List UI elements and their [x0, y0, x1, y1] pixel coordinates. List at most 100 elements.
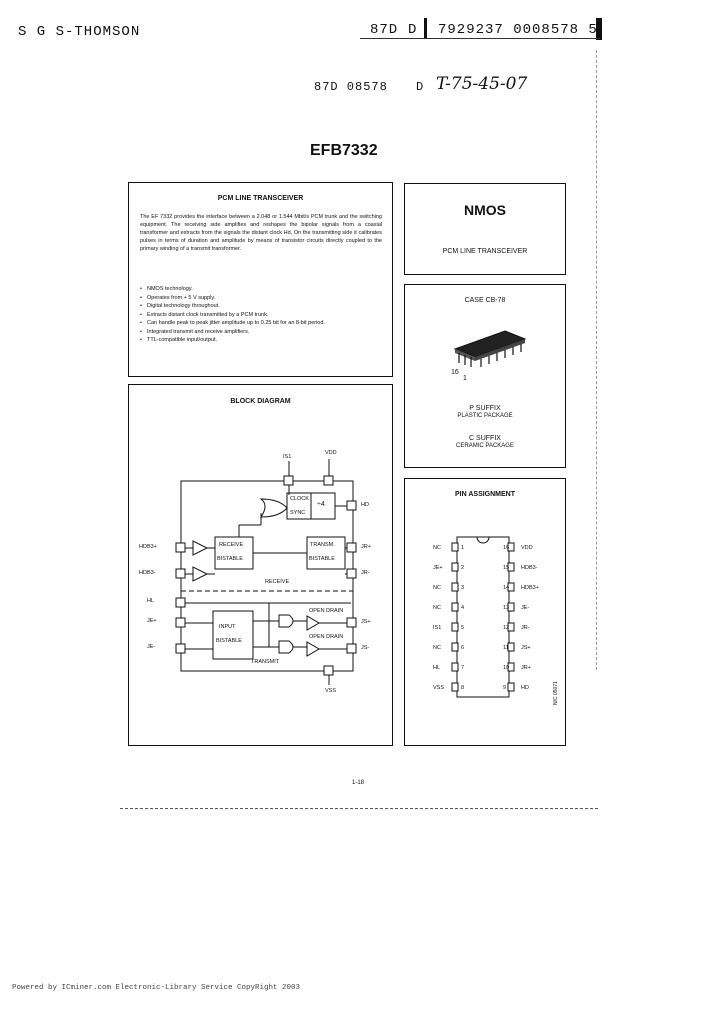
transm-bistable-label-2: BISTABLE [309, 556, 335, 562]
block-diagram [175, 459, 357, 685]
header-code-left: 87D [370, 22, 399, 38]
pin-right-num: 15 [503, 565, 510, 571]
je-plus-label: JE+ [147, 618, 157, 624]
pin-right-num: 12 [503, 625, 510, 631]
sub-code: 87D 08578 [314, 80, 388, 94]
pin-left-name: VSS [433, 685, 445, 691]
receive-bistable-label-2: BISTABLE [217, 556, 243, 562]
feature-item: Digital technology throughout. [140, 302, 384, 311]
pin-right-name: JS+ [521, 645, 531, 651]
pin-right-name: HDB3+ [521, 585, 539, 591]
vss-label: VSS [325, 688, 337, 694]
hdb3-plus-label: HDB3+ [139, 544, 157, 550]
technology-box: NMOS PCM LINE TRANSCEIVER [404, 183, 566, 275]
receive-label: RECEIVE [265, 579, 290, 585]
jr-plus-label: JR+ [361, 544, 371, 550]
pin-left-num: 4 [461, 605, 465, 611]
pin-16-label: 16 [451, 369, 459, 376]
technology-label: NMOS [464, 202, 506, 218]
pin-1-label: 1 [463, 375, 467, 382]
pin-right-name: JR- [521, 625, 530, 631]
pin-left-num: 1 [461, 545, 465, 551]
pin-right-name: HDB3- [521, 565, 538, 571]
footer-text: Powered by ICminer.com Electronic-Librar… [12, 984, 301, 992]
feature-list: NMOS technology. Operates from + 5 V sup… [140, 285, 384, 345]
pin-left-name: NC [433, 585, 441, 591]
js-plus-label: JS+ [361, 619, 371, 625]
transmit-label: TRANSMIT [251, 659, 280, 665]
pin-left-name: JE+ [433, 565, 443, 571]
feature-item: Operates from + 5 V supply. [140, 294, 384, 303]
block-diagram-heading: BLOCK DIAGRAM [230, 398, 291, 405]
feature-item: Integrated transmit and receive amplifie… [140, 328, 384, 337]
hd-label: HD [361, 502, 369, 508]
header-code-d: D [408, 22, 418, 38]
pin-right-name: HD [521, 685, 529, 691]
header-rule [360, 38, 600, 39]
header-bar-2 [596, 18, 602, 40]
header-bar-1 [424, 18, 427, 38]
c-package: CERAMIC PACKAGE [456, 443, 514, 449]
feature-item: Can handle peak to peak jitter amplitude… [140, 319, 384, 328]
feature-item: TTL-compatible input/output. [140, 336, 384, 345]
scan-edge-line [596, 50, 600, 670]
open-drain-label-2: OPEN DRAIN [309, 634, 344, 640]
pin-right-name: JR+ [521, 665, 531, 671]
header-code-right: 7929237 0008578 5 [438, 22, 598, 38]
sub-code-d: D [416, 80, 424, 94]
c-suffix: C SUFFIX [469, 435, 501, 442]
pin-left-num: 6 [461, 645, 465, 651]
input-bistable-label-2: BISTABLE [216, 638, 242, 644]
pin-assignment-box: PIN ASSIGNMENT NC 1 JE+ 2 NC 3 NC 4 IS1 … [404, 478, 566, 746]
is1-label: IS1 [283, 454, 292, 460]
package-box: CASE CB-78 16 1 P SUFFIX PLASTIC PACKAGE… [404, 284, 566, 468]
pin-left-name: HL [433, 665, 441, 671]
jr-minus-label: JR- [361, 570, 370, 576]
pin-left-name: NC [433, 545, 441, 551]
pin-right-num: 9 [503, 685, 507, 691]
handwritten-code: T-75-45-07 [436, 74, 528, 94]
pin-left-num: 5 [461, 625, 465, 631]
description-paragraph: The EF 7332 provides the interface betwe… [140, 214, 382, 252]
pin-left-name: IS1 [433, 625, 442, 631]
sync-label: SYNC [290, 510, 306, 516]
product-label: PCM LINE TRANSCEIVER [442, 248, 528, 255]
hl-label: HL [147, 598, 155, 604]
transm-bistable-label-1: TRANSM. [310, 542, 335, 548]
receive-bistable-label-1: RECEIVE [219, 542, 244, 548]
pin-right-name: JE- [521, 605, 530, 611]
pin-right-num: 11 [503, 645, 509, 651]
bottom-rule [120, 808, 598, 809]
dip-package-icon [453, 330, 527, 367]
divide-label: ÷4 [317, 501, 325, 508]
pin-right-num: 13 [503, 605, 510, 611]
company-name: S G S-THOMSON [18, 24, 141, 40]
header-code-block: 87D D 7929237 0008578 5 [360, 14, 610, 40]
description-box: PCM LINE TRANSCEIVER The EF 7332 provide… [128, 182, 393, 377]
vdd-label: VDD [325, 450, 337, 456]
p-suffix: P SUFFIX [469, 405, 501, 412]
pin-left-num: 8 [461, 685, 465, 691]
input-bistable-label-1: INPUT [219, 624, 236, 630]
je-minus-label: JE- [147, 644, 156, 650]
p-package: PLASTIC PACKAGE [457, 413, 513, 419]
feature-item: NMOS technology. [140, 285, 384, 294]
pin-right-num: 10 [503, 665, 510, 671]
pin-left-num: 2 [461, 565, 465, 571]
pin-right-num: 16 [503, 545, 510, 551]
pin-left-num: 7 [461, 665, 465, 671]
clock-label: CLOCK [290, 496, 309, 502]
description-heading: PCM LINE TRANSCEIVER [217, 195, 304, 202]
pin-left-num: 3 [461, 585, 465, 591]
pin-left-name: NC [433, 645, 441, 651]
page-title: EFB7332 [310, 142, 378, 159]
page-number: 1-18 [352, 780, 365, 786]
hdb3-minus-label: HDB3- [139, 570, 156, 576]
pin-diagram [451, 536, 515, 698]
block-diagram-box: BLOCK DIAGRAM [128, 384, 393, 746]
pin-right-num: 14 [503, 585, 510, 591]
pin-right-name: VDD [521, 545, 533, 551]
pin-left-name: NC [433, 605, 441, 611]
pin-assignment-heading: PIN ASSIGNMENT [454, 491, 516, 498]
feature-item: Extracts distant clock transmitted by a … [140, 311, 384, 320]
